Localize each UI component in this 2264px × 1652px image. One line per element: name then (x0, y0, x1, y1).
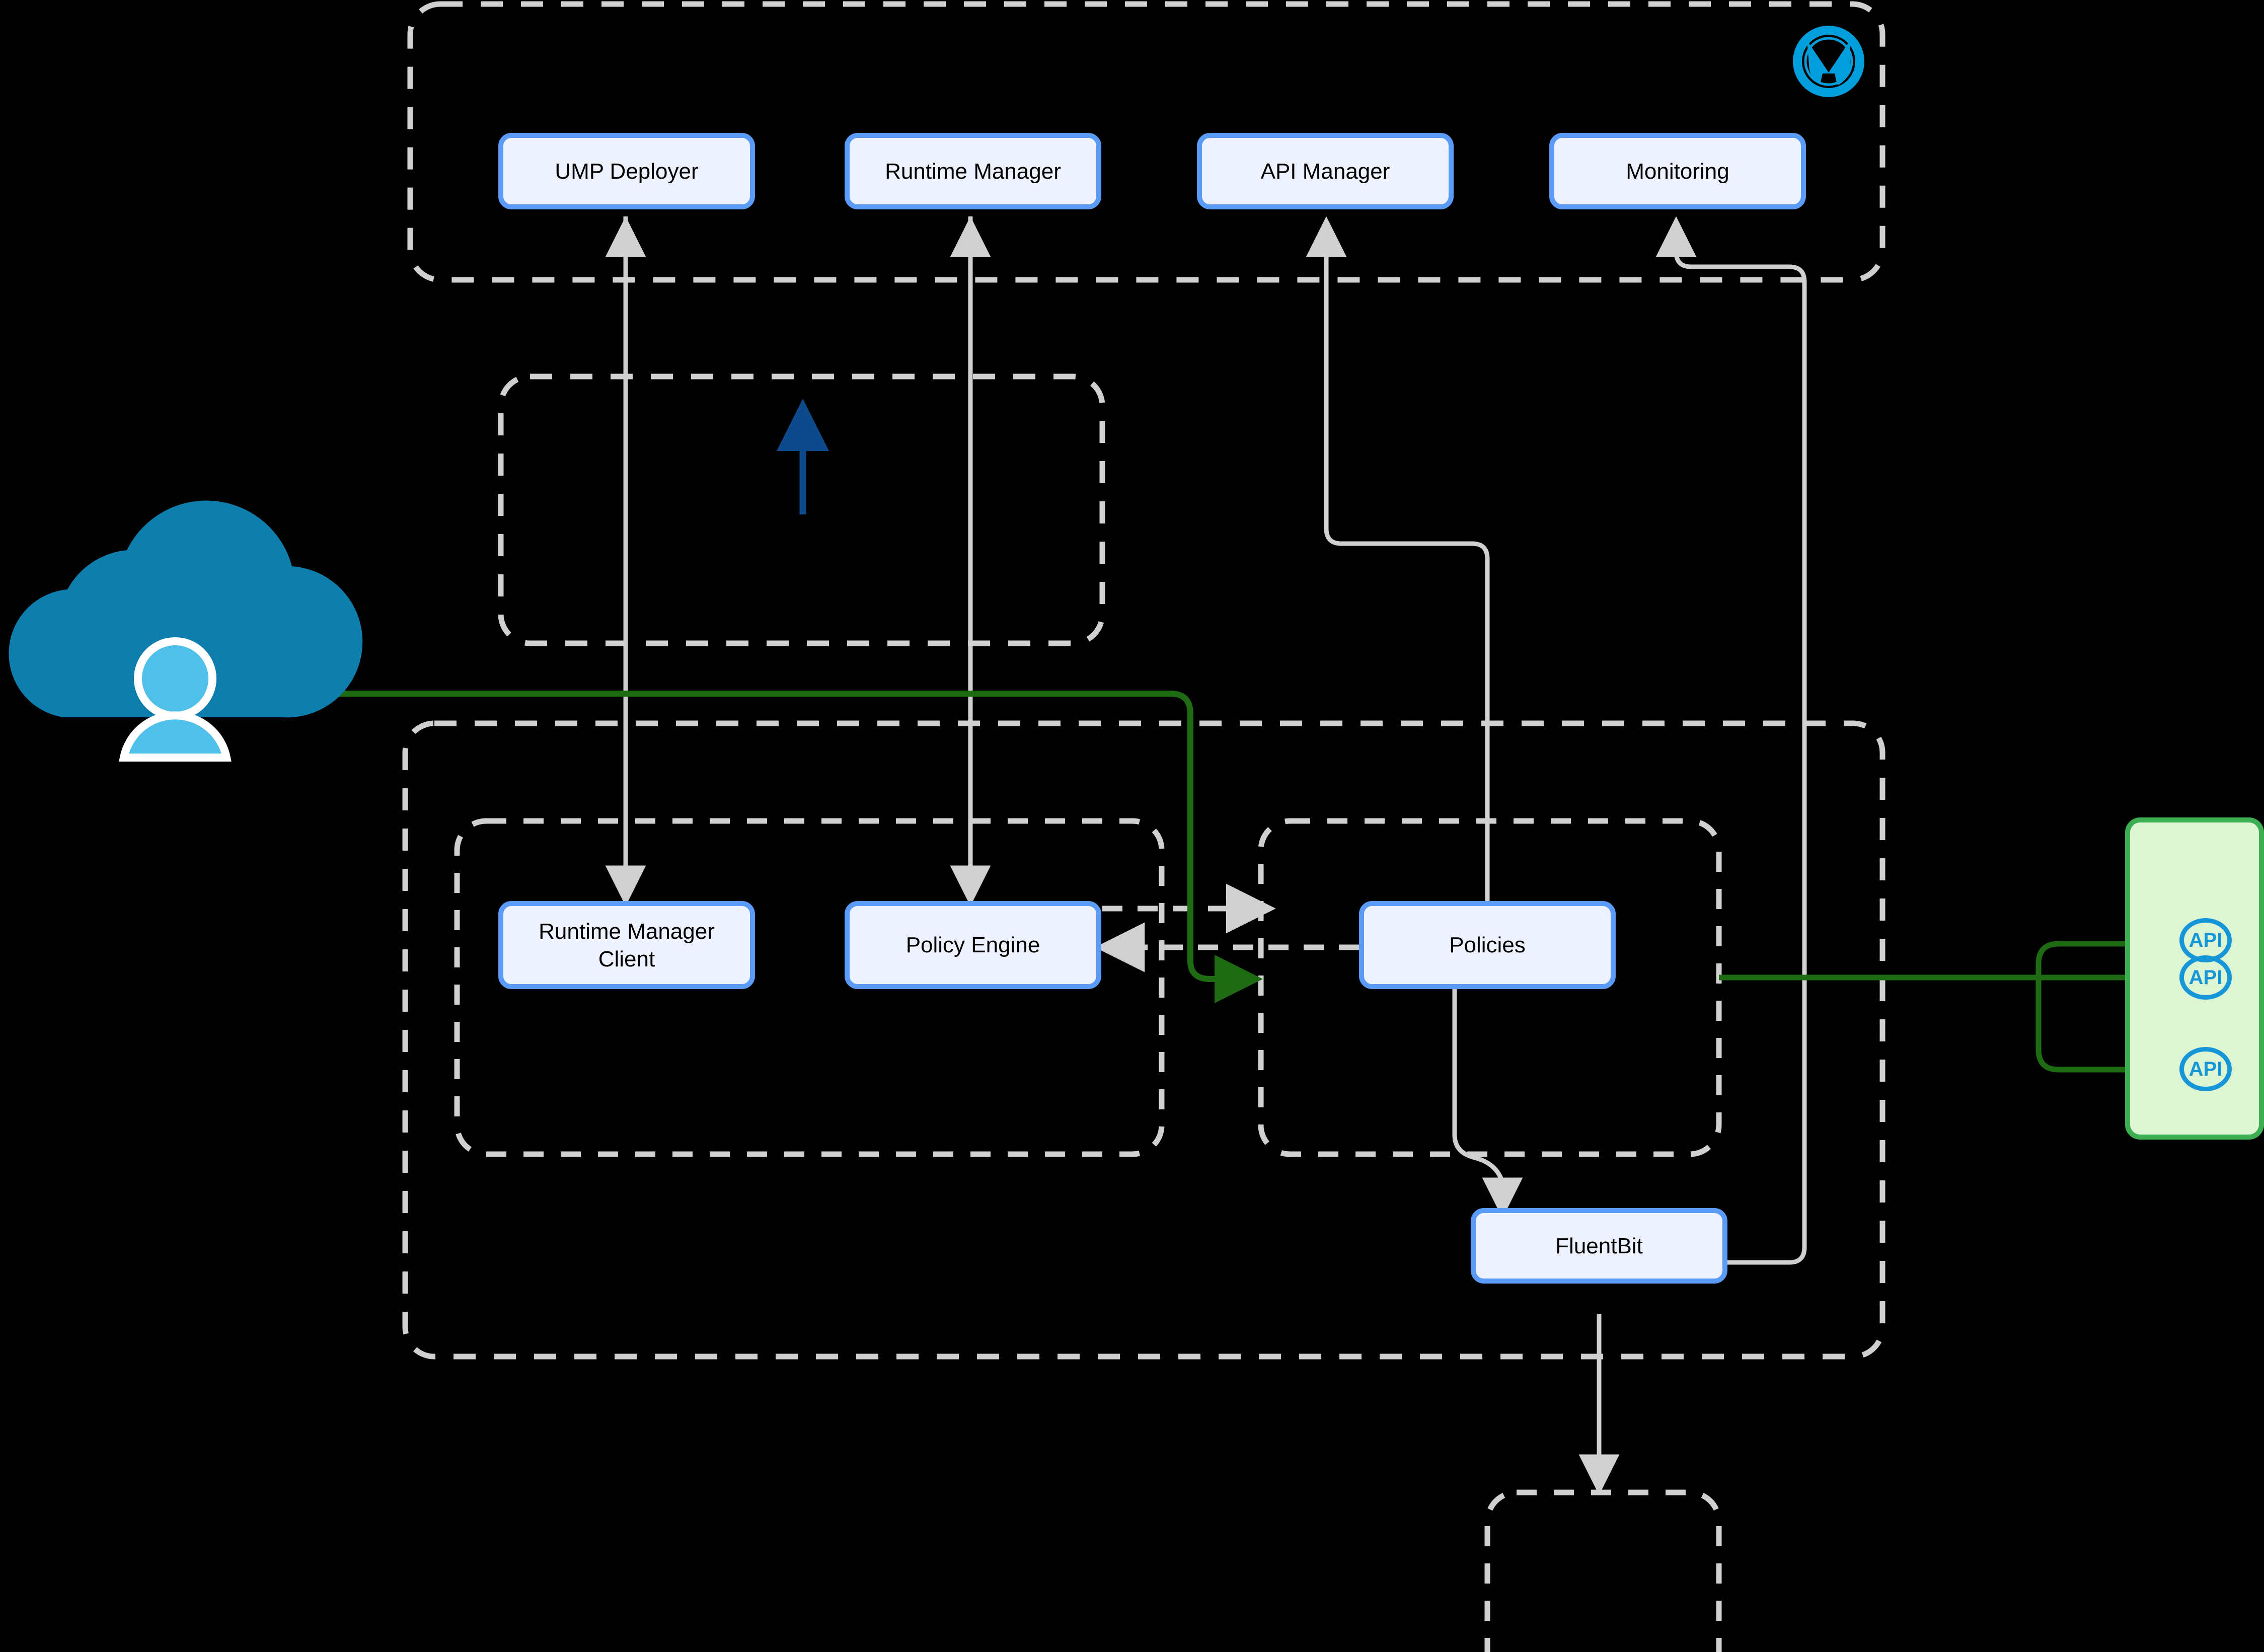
node-label: Policies (1449, 933, 1526, 957)
cloud-user-icon (9, 500, 363, 762)
connector-clouduser-to-policies (237, 691, 1263, 1003)
node-runtime-manager-client[interactable]: Runtime Manager Client (498, 901, 755, 989)
node-fluentbit[interactable]: FluentBit (1471, 1208, 1727, 1284)
node-label: UMP Deployer (555, 159, 699, 184)
agent-group-container (454, 818, 1165, 1157)
node-label: Policy Engine (905, 933, 1040, 957)
connector-policies-to-apimanager (1306, 216, 1490, 901)
node-monitoring[interactable]: Monitoring (1549, 133, 1806, 209)
log-sink-container (1484, 1489, 1722, 1652)
node-label: Runtime Manager Client (539, 919, 715, 971)
api-label: API (2188, 1058, 2223, 1080)
node-api-manager[interactable]: API Manager (1197, 133, 1454, 209)
runtime-plane-container (402, 720, 1885, 1360)
api-node-3[interactable]: API (2179, 1047, 2232, 1091)
connector-policies-to-api-3 (2035, 978, 2191, 1092)
node-policy-engine[interactable]: Policy Engine (845, 901, 1101, 989)
node-label: Monitoring (1626, 159, 1729, 184)
connector-policies-to-api-1 (2035, 922, 2191, 978)
api-label: API (2188, 966, 2223, 989)
connector-policies-to-fluentbit (1452, 989, 1523, 1219)
api-node-2[interactable]: API (2179, 955, 2232, 1000)
node-label: FluentBit (1555, 1233, 1643, 1258)
mulesoft-logo-icon (1793, 26, 1864, 97)
node-label: API Manager (1260, 159, 1390, 184)
node-label: Runtime Manager (885, 159, 1061, 184)
node-policies[interactable]: Policies (1359, 901, 1616, 989)
middle-zone-container (498, 373, 1105, 646)
connector-fluentbit-to-monitoring (1655, 216, 1807, 1265)
api-node-1[interactable]: API (2179, 918, 2232, 962)
node-ump-deployer[interactable]: UMP Deployer (498, 133, 755, 209)
node-runtime-manager[interactable]: Runtime Manager (845, 133, 1101, 209)
control-plane-container (407, 1, 1885, 283)
api-label: API (2188, 929, 2223, 951)
